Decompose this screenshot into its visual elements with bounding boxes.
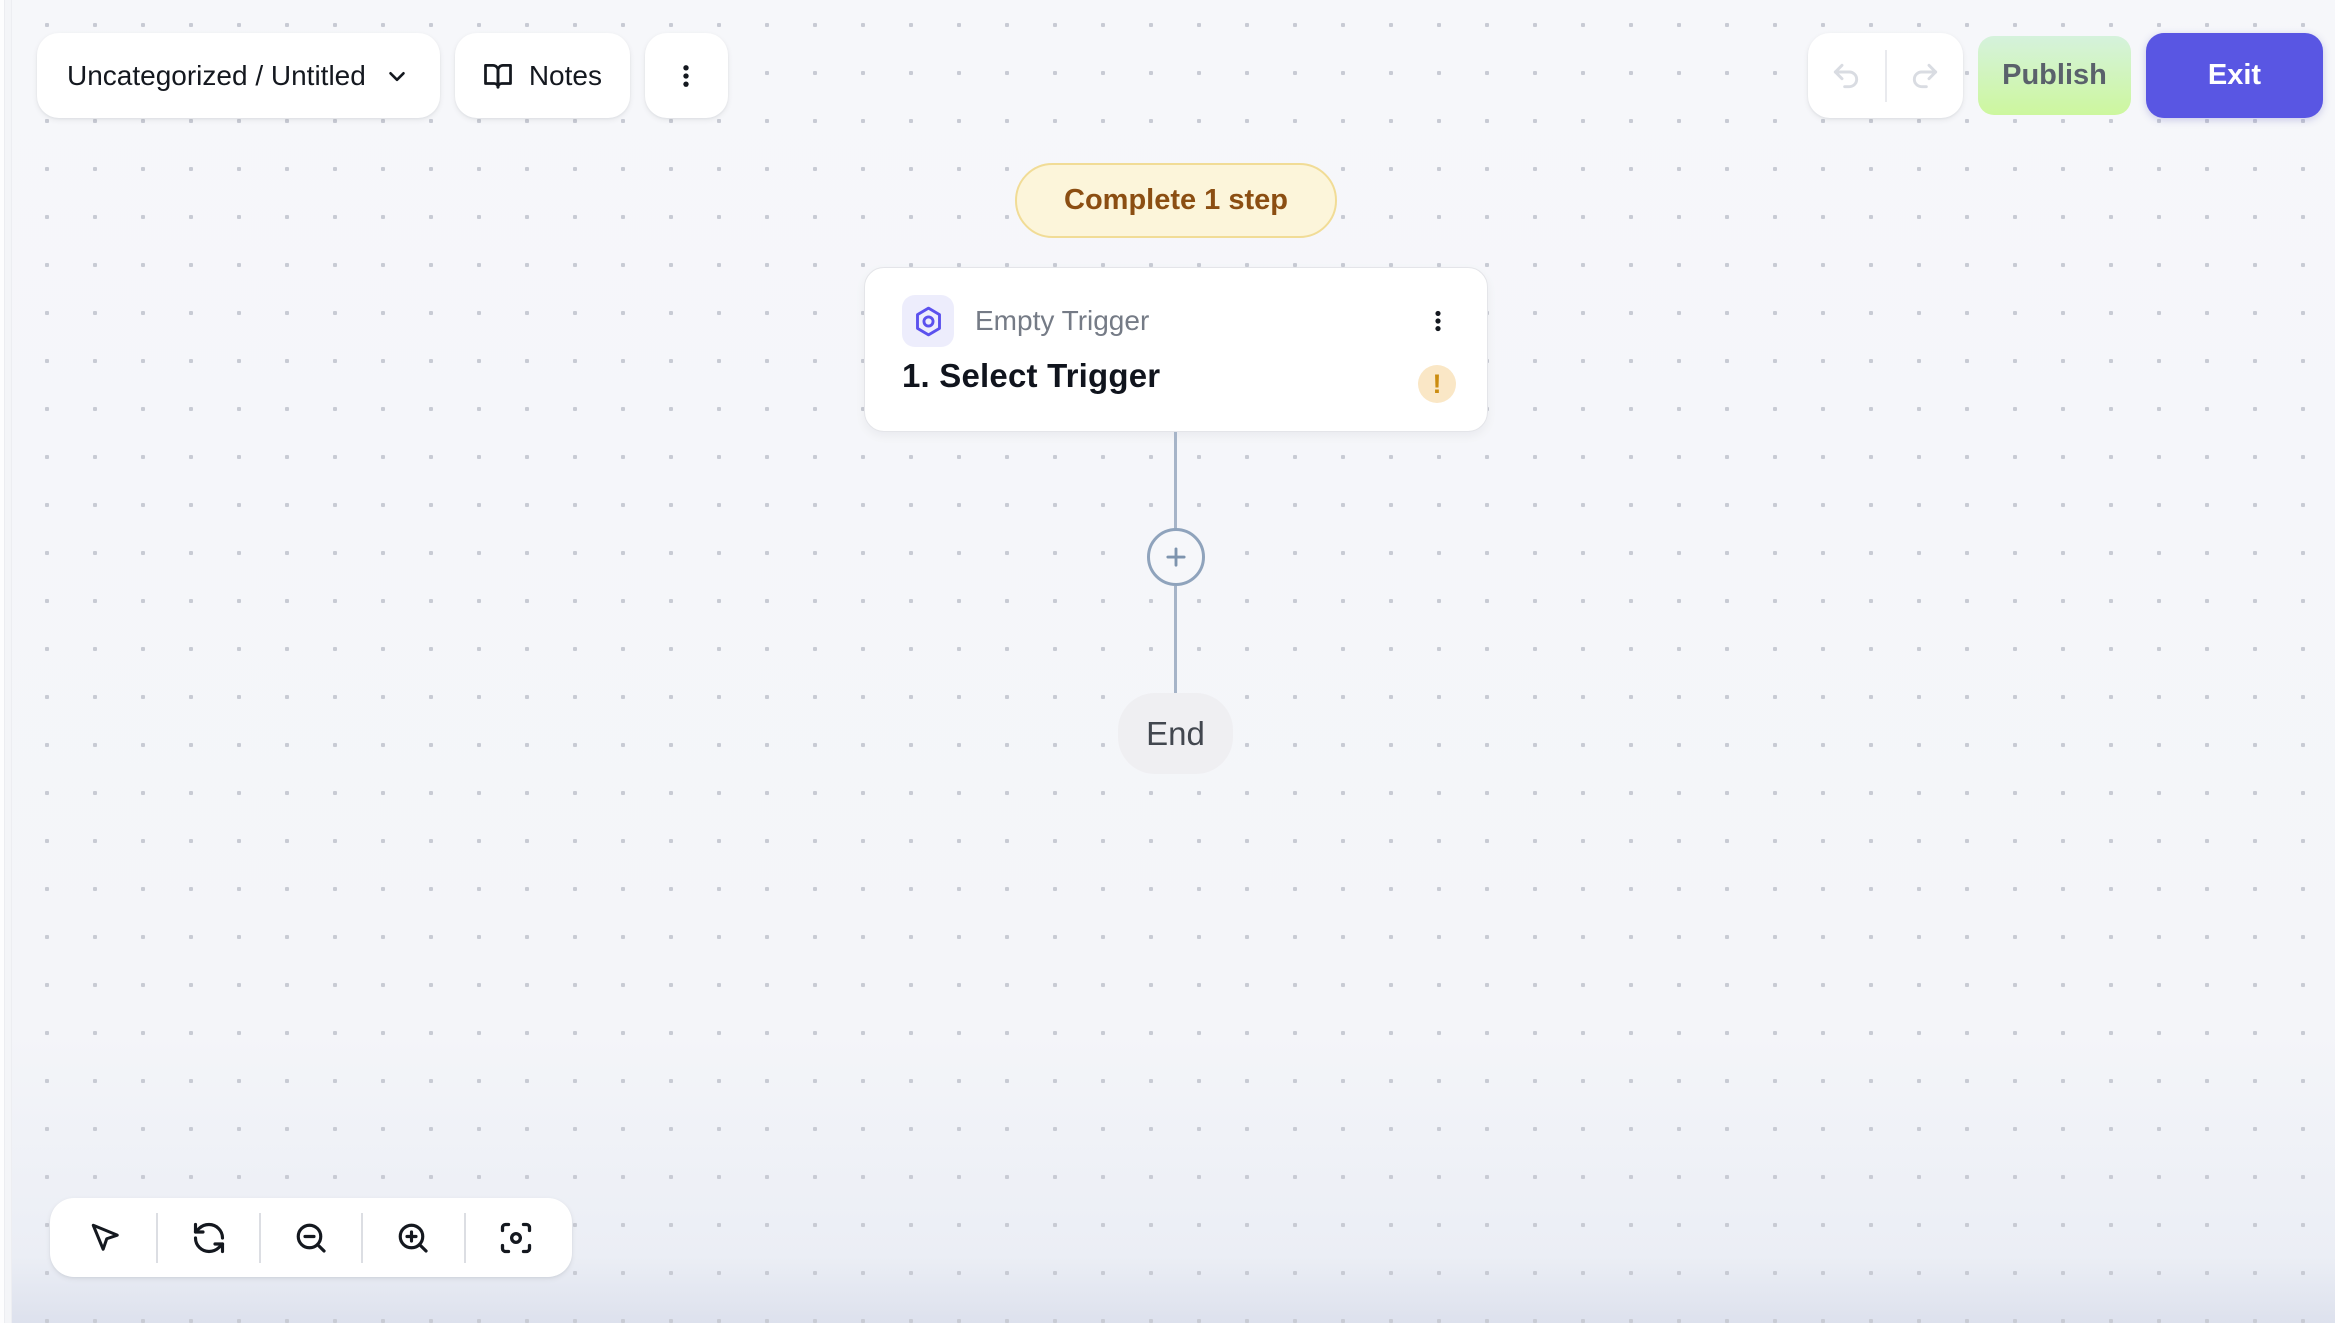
connector-line	[1174, 586, 1177, 694]
toolbar-divider	[361, 1212, 364, 1263]
add-step-button[interactable]	[1147, 528, 1205, 586]
flow-name-dropdown[interactable]: Uncategorized / Untitled	[37, 33, 440, 118]
hexagon-trigger-icon	[912, 305, 945, 338]
fit-view-button[interactable]	[466, 1198, 566, 1277]
history-group	[1808, 33, 1963, 118]
canvas-toolbar	[50, 1198, 572, 1277]
header-right: Publish Exit	[1808, 33, 2323, 118]
warning-exclamation-icon: !	[1418, 365, 1456, 403]
refresh-icon	[191, 1220, 227, 1256]
zoom-in-icon	[395, 1220, 431, 1256]
undo-button[interactable]	[1808, 33, 1885, 118]
notes-button[interactable]: Notes	[454, 33, 630, 118]
history-divider	[1884, 49, 1887, 102]
zoom-out-icon	[293, 1220, 329, 1256]
undo-icon	[1830, 60, 1862, 92]
step-title: 1. Select Trigger	[902, 357, 1161, 394]
connector-line	[1174, 432, 1177, 530]
cursor-pointer-icon	[88, 1220, 124, 1256]
exit-button[interactable]: Exit	[2146, 33, 2323, 118]
zoom-out-button[interactable]	[261, 1198, 361, 1277]
zoom-in-button[interactable]	[363, 1198, 463, 1277]
flow-more-options-button[interactable]	[644, 33, 728, 118]
notes-label: Notes	[528, 59, 602, 91]
end-node: End	[1118, 693, 1233, 774]
incomplete-steps-badge: Complete 1 step	[1015, 163, 1337, 238]
toolbar-divider	[258, 1212, 261, 1263]
flow-name-label: Uncategorized / Untitled	[67, 59, 366, 91]
toolbar-divider	[463, 1212, 466, 1263]
publish-button[interactable]: Publish	[1978, 36, 2131, 115]
chevron-down-icon	[384, 63, 410, 89]
trigger-step-card[interactable]: Empty Trigger 1. Select Trigger !	[864, 267, 1488, 432]
kebab-vertical-icon	[1425, 308, 1451, 334]
trigger-type-label: Empty Trigger	[975, 305, 1150, 336]
redo-button[interactable]	[1887, 33, 1964, 118]
kebab-vertical-icon	[672, 62, 700, 90]
header-left: Uncategorized / Untitled Notes	[37, 33, 728, 118]
plus-icon	[1161, 542, 1191, 572]
book-open-icon	[483, 61, 513, 91]
refresh-button[interactable]	[158, 1198, 258, 1277]
toolbar-divider	[156, 1212, 159, 1263]
select-tool-button[interactable]	[56, 1198, 156, 1277]
left-edge-strip	[0, 0, 12, 1323]
fit-view-icon	[498, 1220, 534, 1256]
redo-icon	[1909, 60, 1941, 92]
step-more-options-button[interactable]	[1412, 295, 1464, 347]
